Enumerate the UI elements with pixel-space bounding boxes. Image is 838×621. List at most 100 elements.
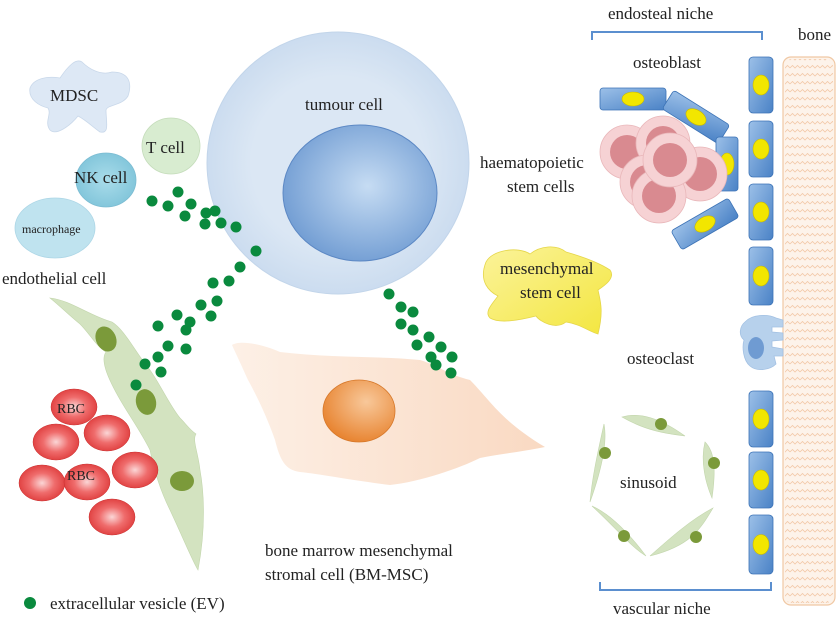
red-blood-cell: [88, 498, 136, 536]
rbc-label-2: RBC: [67, 469, 95, 484]
sinusoid-endothelial-nucleus: [690, 531, 702, 543]
tumour-cell-label: tumour cell: [305, 95, 383, 114]
vascular-niche-label: vascular niche: [613, 599, 711, 618]
haematopoietic-label-line1: haematopoietic: [480, 153, 584, 172]
legend-ev-label: extracellular vesicle (EV): [50, 594, 225, 613]
red-blood-cell: [18, 464, 66, 502]
osteoblast-label: osteoblast: [633, 53, 701, 72]
osteoblast-column-cell: [748, 183, 774, 241]
endothelial-cell-label: endothelial cell: [2, 269, 107, 288]
osteoblast-column-cell: [748, 56, 774, 114]
red-blood-cell: [32, 423, 80, 461]
extracellular-vesicle: [407, 324, 419, 336]
extracellular-vesicle: [215, 217, 227, 229]
hsc-nucleus: [642, 179, 676, 213]
mesenchymal-stem-cell: [482, 246, 612, 335]
osteoblast-column-cell: [748, 120, 774, 178]
bm-msc-label-line1: bone marrow mesenchymal: [265, 541, 453, 560]
extracellular-vesicle: [223, 275, 235, 287]
sinusoid-endothelial-cell: [702, 441, 715, 500]
red-blood-cell: [83, 414, 131, 452]
osteoblast-lining-column: [748, 56, 774, 575]
vascular-niche-bracket: [599, 582, 772, 591]
red-blood-cell: [50, 388, 98, 426]
nk-cell-label: NK cell: [74, 168, 128, 187]
extracellular-vesicle: [185, 198, 197, 210]
macrophage-label: macrophage: [22, 222, 81, 236]
endothelial-cell: [49, 297, 204, 571]
osteoblast-nucleus: [752, 534, 770, 555]
mdsc: [29, 60, 131, 133]
haematopoietic-label-line2: stem cells: [507, 177, 575, 196]
osteoblast-nucleus: [752, 408, 770, 430]
extracellular-vesicle: [435, 341, 447, 353]
nk-cell: [75, 152, 137, 208]
sinusoid-endothelial-nucleus: [708, 457, 720, 469]
sinusoid-endothelial-nucleus: [618, 530, 630, 542]
sinusoid-endothelial-cell: [649, 507, 714, 557]
extracellular-vesicle: [162, 340, 174, 352]
red-blood-cell: [111, 451, 159, 489]
extracellular-vesicle: [411, 339, 423, 351]
osteoblast-nucleus: [752, 265, 770, 287]
extracellular-vesicle: [162, 200, 174, 212]
extracellular-vesicle: [139, 358, 151, 370]
extracellular-vesicle: [425, 351, 437, 363]
red-blood-cell: [63, 463, 111, 501]
extracellular-vesicle: [211, 295, 223, 307]
extracellular-vesicle: [234, 261, 246, 273]
extracellular-vesicle: [430, 359, 442, 371]
sinusoid-endothelial-cell: [621, 415, 686, 437]
bone: [782, 56, 836, 606]
red-blood-cells: [18, 388, 159, 536]
rbc-label-1: RBC: [57, 402, 85, 417]
extracellular-vesicle: [423, 331, 435, 343]
t-cell-label: T cell: [146, 138, 185, 157]
extracellular-vesicle: [180, 343, 192, 355]
extracellular-vesicle: [130, 379, 142, 391]
extracellular-vesicle: [171, 309, 183, 321]
extracellular-vesicle: [200, 207, 212, 219]
extracellular-vesicle: [395, 301, 407, 313]
osteoblast-nucleus: [752, 74, 770, 96]
mesenchymal-stem-cell-label-line1: mesenchymal: [500, 259, 594, 278]
osteoblast-nucleus: [752, 469, 770, 491]
sinusoid: [589, 415, 720, 557]
extracellular-vesicle: [207, 277, 219, 289]
extracellular-vesicle: [195, 299, 207, 311]
sinusoid-endothelial-nucleus: [655, 418, 667, 430]
extracellular-vesicle: [407, 306, 419, 318]
extracellular-vesicle: [199, 218, 211, 230]
t-cell: [141, 117, 201, 175]
extracellular-vesicle: [209, 205, 221, 217]
osteoclast-label: osteoclast: [627, 349, 694, 368]
haematopoietic-stem-cells: [599, 115, 728, 224]
extracellular-vesicle: [146, 195, 158, 207]
bm-msc-label-line2: stromal cell (BM-MSC): [265, 565, 428, 584]
extracellular-vesicle: [152, 351, 164, 363]
osteoblast-column-cell: [748, 390, 774, 448]
extracellular-vesicle: [230, 221, 242, 233]
extracellular-vesicle: [446, 351, 458, 363]
hsc-nucleus: [653, 143, 687, 177]
legend-ev-marker: [24, 597, 36, 609]
extracellular-vesicle: [152, 320, 164, 332]
sinusoid-endothelial-cell: [589, 423, 606, 503]
extracellular-vesicle: [205, 310, 217, 322]
tumour-cell: [206, 31, 470, 295]
osteoblast-column-cell: [748, 514, 774, 575]
mdsc-label: MDSC: [50, 86, 98, 105]
sinusoid-endothelial-cell: [591, 505, 647, 557]
extracellular-vesicles: [130, 186, 458, 391]
endosteal-niche-bracket: [591, 31, 763, 40]
extracellular-vesicle: [179, 210, 191, 222]
extracellular-vesicle: [172, 186, 184, 198]
macrophage: [14, 197, 96, 259]
sinusoid-label: sinusoid: [620, 473, 677, 492]
extracellular-vesicle: [180, 324, 192, 336]
extracellular-vesicle: [445, 367, 457, 379]
mesenchymal-stem-cell-label-line2: stem cell: [520, 283, 581, 302]
extracellular-vesicle: [383, 288, 395, 300]
osteoblast-column-cell: [748, 246, 774, 306]
